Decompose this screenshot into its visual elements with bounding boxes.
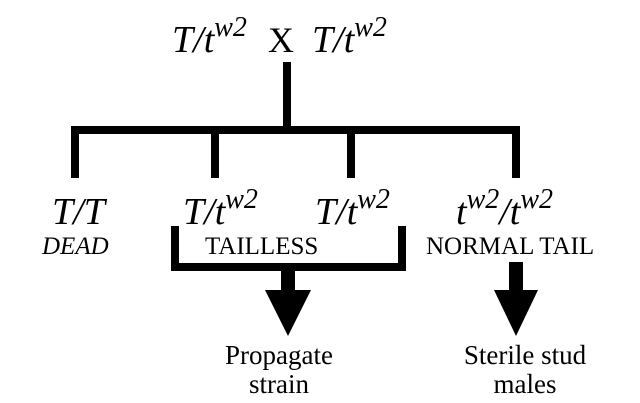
cross-tree-lines bbox=[71, 62, 520, 178]
offspring-genotype-3: T/tw2 bbox=[315, 184, 390, 233]
offspring-genotype-1: T/T bbox=[52, 191, 108, 233]
phenotype-normal-tail: NORMAL TAIL bbox=[426, 233, 594, 260]
outcome-sterile-line2: males bbox=[494, 369, 557, 399]
outcome-propagate-line2: strain bbox=[249, 369, 309, 399]
offspring-genotype-2: T/tw2 bbox=[183, 184, 258, 233]
normal-arrow-head bbox=[494, 290, 538, 336]
parent-right-genotype: T/tw2 bbox=[312, 12, 387, 61]
outcome-sterile-line1: Sterile stud bbox=[464, 340, 587, 370]
offspring-genotype-4: tw2/tw2 bbox=[456, 184, 553, 233]
tailless-arrow-head bbox=[265, 290, 311, 336]
outcome-propagate-line1: Propagate bbox=[225, 340, 333, 370]
parent-left-genotype: T/tw2 bbox=[172, 12, 247, 61]
cross-symbol: X bbox=[268, 20, 294, 60]
phenotype-dead: DEAD bbox=[41, 233, 109, 260]
phenotype-tailless: TAILLESS bbox=[205, 233, 318, 260]
